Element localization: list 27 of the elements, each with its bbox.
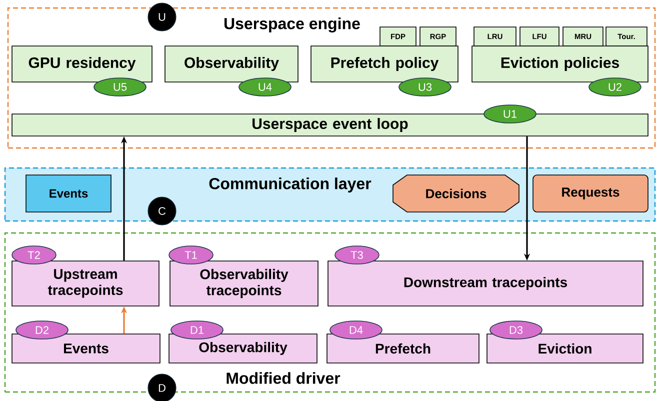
request-box: Requests — [532, 174, 648, 212]
driver-box: Observability tracepoints — [170, 260, 318, 306]
label-badge: T1 — [168, 246, 214, 264]
label-badge: U3 — [398, 78, 452, 96]
layer-title: Userspace engine — [224, 18, 360, 32]
label-badge: D3 — [490, 320, 542, 340]
driver-box: Upstream tracepoints — [12, 260, 160, 306]
layer-title: Modified driver — [226, 372, 340, 384]
label-badge: U4 — [238, 78, 292, 96]
event-box: Events — [26, 174, 112, 212]
module-box: Observability — [164, 46, 298, 82]
driver-box: Eviction — [486, 334, 644, 364]
label-badge: U2 — [588, 78, 642, 96]
label-badge: D1 — [170, 320, 224, 340]
layer-title: Communication layer — [209, 178, 372, 192]
label-badge: U5 — [94, 78, 146, 96]
driver-box: Observability — [168, 334, 318, 364]
driver-box: Events — [12, 334, 160, 364]
driver-box: Downstream tracepoints — [328, 260, 644, 306]
label-badge: U1 — [484, 104, 536, 124]
label-badge: T3 — [334, 246, 380, 264]
label-badge: D4 — [330, 320, 382, 340]
label-badge: D2 — [16, 320, 68, 340]
driver-box: Prefetch — [326, 334, 480, 364]
decision-octagon: Decisions — [392, 174, 520, 212]
module-box: GPU residency — [12, 46, 152, 82]
label-badge: T2 — [12, 246, 56, 264]
